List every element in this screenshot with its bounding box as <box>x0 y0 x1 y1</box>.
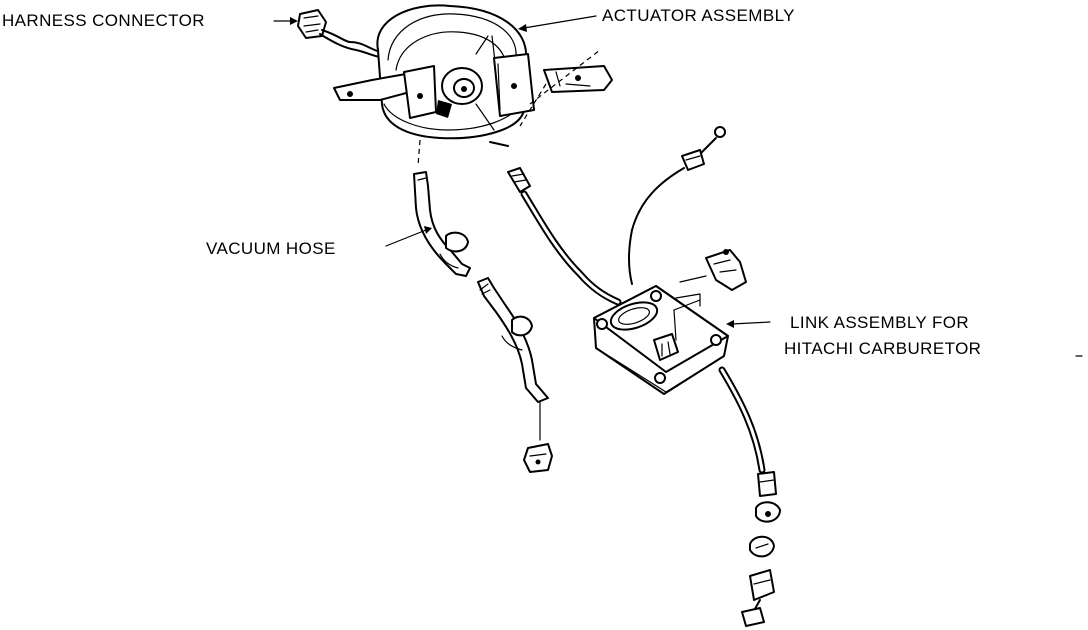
accelerator-cable <box>628 126 726 285</box>
link-assembly-label-line1: LINK ASSEMBLY FOR <box>790 313 970 332</box>
actuator-cable <box>507 167 622 306</box>
link-assembly-leader <box>726 320 771 328</box>
harness-connector <box>297 9 385 59</box>
actuator-assembly-label: ACTUATOR ASSEMBLY <box>602 6 795 25</box>
vacuum-hose-leader <box>385 226 432 247</box>
link-assembly <box>593 285 729 395</box>
actuator-assembly-leader <box>518 15 597 32</box>
harness-connector-leader <box>273 17 298 25</box>
link-assembly-label-line2: HITACHI CARBURETOR <box>784 339 982 358</box>
vacuum-hose-label: VACUUM HOSE <box>206 239 336 258</box>
lower-cable <box>718 366 781 627</box>
vacuum-hose <box>413 171 553 473</box>
link-bracket <box>675 249 747 307</box>
actuator-assembly <box>333 4 613 167</box>
harness-connector-label: HARNESS CONNECTOR <box>2 11 205 30</box>
